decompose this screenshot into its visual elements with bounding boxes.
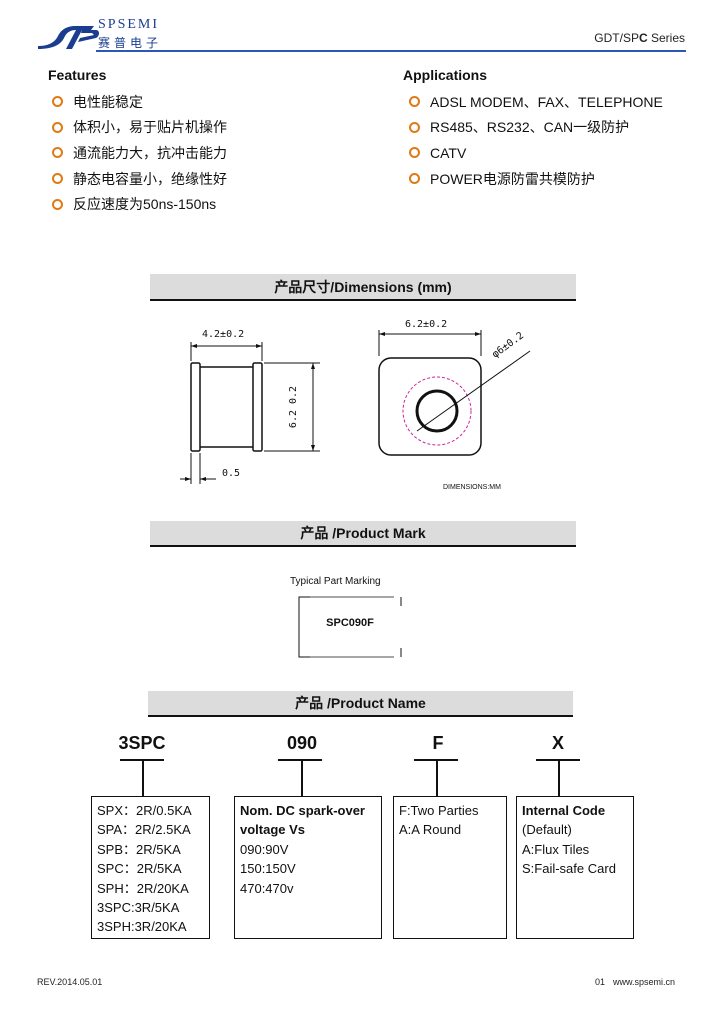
dimensions-note: DIMENSIONS:MM bbox=[443, 484, 501, 491]
internal-code-box: Internal Code (Default) A:Flux Tiles S:F… bbox=[516, 796, 634, 939]
bullet-icon bbox=[409, 121, 420, 133]
code-series: 3SPC bbox=[118, 733, 166, 753]
square-body bbox=[378, 357, 482, 456]
logo-mark bbox=[38, 26, 99, 49]
applications-title: Applications bbox=[403, 67, 488, 83]
code-underline bbox=[278, 759, 322, 761]
features-title: Features bbox=[48, 67, 107, 83]
outline-circle bbox=[402, 376, 472, 446]
marking-code: SPC090F bbox=[326, 617, 374, 629]
list-item: 反应速度为50ns-150ns bbox=[52, 191, 352, 217]
bullet-icon bbox=[409, 96, 420, 108]
height-label: 6.2 0.2 bbox=[288, 386, 299, 428]
lead-label: 0.5 bbox=[222, 468, 240, 479]
code-connector bbox=[558, 759, 560, 796]
series-title: GDT/SPC Series bbox=[594, 31, 685, 45]
bullet-icon bbox=[409, 173, 420, 185]
list-item: POWER电源防雷共模防护 bbox=[409, 166, 709, 192]
list-item: 通流能力大，抗冲击能力 bbox=[52, 140, 352, 166]
list-item: 体积小，易于贴片机操作 bbox=[52, 115, 352, 141]
list-item: RS485、RS232、CAN一级防护 bbox=[409, 115, 709, 141]
marking-caption: Typical Part Marking bbox=[290, 576, 381, 587]
code-connector bbox=[142, 759, 144, 796]
features-list: 电性能稳定 体积小，易于贴片机操作 通流能力大，抗冲击能力 静态电容量小，绝缘性… bbox=[52, 89, 352, 217]
dimensions-title: 产品尺寸/Dimensions (mm) bbox=[150, 274, 576, 301]
code-internal: X bbox=[551, 733, 564, 753]
brand-name: SPSEMI bbox=[98, 17, 160, 32]
product-mark-title: 产品 /Product Mark bbox=[150, 521, 576, 547]
product-name-title: 产品 /Product Name bbox=[148, 691, 573, 717]
diameter-label: φ6±0.2 bbox=[490, 330, 526, 360]
end-cap-left bbox=[190, 362, 201, 452]
width-label: 4.2±0.2 bbox=[202, 329, 244, 340]
list-item: 静态电容量小，绝缘性好 bbox=[52, 166, 352, 192]
bullet-icon bbox=[52, 198, 63, 210]
marking-frame bbox=[298, 596, 402, 658]
page-number: 01 bbox=[595, 977, 606, 987]
brand-name-cn: 赛普电子 bbox=[98, 36, 163, 50]
bullet-icon bbox=[52, 96, 63, 108]
series-options-box: SPX：2R/0.5KA SPA：2R/2.5KA SPB：2R/5KA SPC… bbox=[91, 796, 210, 939]
code-connector bbox=[301, 759, 303, 796]
electrode-circle bbox=[415, 389, 459, 433]
applications-list: ADSL MODEM、FAX、TELEPHONE RS485、RS232、CAN… bbox=[409, 89, 709, 191]
code-voltage: 090 bbox=[286, 733, 318, 753]
bullet-icon bbox=[52, 121, 63, 133]
revision-label: REV.2014.05.01 bbox=[37, 977, 103, 987]
voltage-options-box: Nom. DC spark-over voltage Vs 090:90V 15… bbox=[234, 796, 382, 939]
code-electrodes: F bbox=[432, 733, 444, 753]
square-label: 6.2±0.2 bbox=[405, 319, 447, 330]
dimensions-drawing: 4.2±0.2 6.2 0.2 0.5 6.2±0.2 φ6±0.2 DIMEN… bbox=[180, 319, 531, 491]
bullet-icon bbox=[52, 147, 63, 159]
bullet-icon bbox=[52, 173, 63, 185]
bullet-icon bbox=[409, 147, 420, 159]
list-item: 电性能稳定 bbox=[52, 89, 352, 115]
electrode-options-box: F:Two Parties A:A Round bbox=[393, 796, 507, 939]
code-connector bbox=[436, 759, 438, 796]
website-link[interactable]: www.spsemi.cn bbox=[613, 977, 676, 987]
header-rule bbox=[96, 50, 686, 52]
end-cap-right bbox=[252, 362, 263, 452]
list-item: CATV bbox=[409, 140, 709, 166]
list-item: ADSL MODEM、FAX、TELEPHONE bbox=[409, 89, 709, 115]
